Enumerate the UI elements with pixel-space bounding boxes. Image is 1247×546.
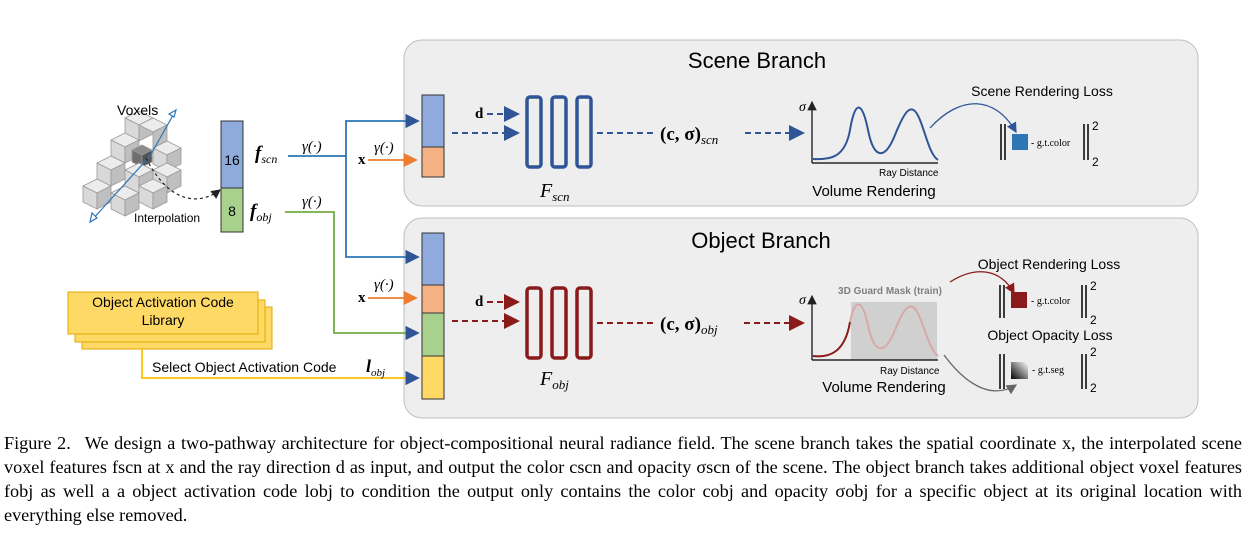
voxel-grid-icon — [82, 108, 182, 224]
scene-loss-title: Scene Rendering Loss — [971, 83, 1113, 99]
object-feature-dim: 8 — [228, 203, 236, 219]
object-net-label: F — [539, 368, 553, 390]
scene-density-plot — [807, 100, 939, 164]
gamma-x-scene-label: γ(·) — [374, 140, 394, 156]
guard-mask-label: 3D Guard Mask (train) — [838, 286, 942, 297]
scene-density-curve — [812, 106, 939, 161]
object-rendering-exp-top: 2 — [1090, 279, 1097, 293]
select-code-sub: obj — [371, 367, 385, 379]
object-feature-sub: obj — [256, 210, 272, 224]
scene-net-label: F — [539, 180, 553, 202]
select-code-label: Select Object Activation Code — [152, 359, 337, 375]
scene-loss-exp-bottom: 2 — [1092, 155, 1099, 169]
object-ray-distance-label: Ray Distance — [880, 366, 940, 377]
x-label-object: x — [358, 290, 366, 306]
architecture-diagram: Scene Branch Object Branch — [67, 39, 1199, 419]
object-feature-routing — [285, 211, 420, 341]
scene-ray-distance-label: Ray Distance — [879, 168, 939, 179]
object-opacity-exp-bottom: 2 — [1090, 381, 1097, 395]
object-branch-title: Object Branch — [691, 228, 830, 253]
scene-branch-title: Scene Branch — [688, 48, 826, 73]
object-rendering-loss-norm — [999, 285, 1087, 318]
scene-output-sub: scn — [701, 132, 718, 147]
object-output-label: (c, σ) — [660, 314, 701, 335]
object-rendering-loss-arrow — [949, 271, 1015, 295]
object-net-sub: obj — [552, 377, 569, 392]
scene-volume-rendering-label: Volume Rendering — [812, 183, 935, 200]
scene-feature-symbol: f — [255, 143, 263, 164]
figure-caption: Figure 2.We design a two-pathway archite… — [4, 431, 1242, 527]
scene-mlp-icon — [525, 95, 593, 169]
object-opacity-loss-norm — [999, 354, 1087, 389]
object-opacity-loss-term: - g.t.seg — [1032, 365, 1064, 376]
object-rendering-loss-title: Object Rendering Loss — [978, 256, 1120, 272]
object-branch-panel: Object Branch — [403, 217, 1199, 419]
svg-text:Fobj: Fobj — [539, 368, 569, 392]
object-masked-curve — [849, 303, 939, 357]
svg-text:(c, σ)obj: (c, σ)obj — [660, 314, 718, 337]
svg-text:fscn: fscn — [255, 143, 277, 166]
scene-input-bar — [421, 94, 445, 178]
select-code-symbol: l — [366, 356, 371, 376]
interpolation-arrow — [145, 157, 221, 200]
gamma-scene-label: γ(·) — [302, 139, 322, 155]
scene-feature-routing — [288, 113, 420, 265]
scene-feature-sub: scn — [261, 152, 277, 166]
object-density-plot — [807, 294, 939, 361]
scene-net-sub: scn — [552, 189, 569, 204]
voxels-label: Voxels — [117, 102, 158, 118]
svg-text:Fscn: Fscn — [539, 180, 570, 204]
scene-direction-label: d — [475, 106, 484, 122]
svg-text:fobj: fobj — [250, 201, 272, 224]
object-input-bar — [421, 232, 445, 400]
caption-label: Figure 2. — [4, 433, 71, 453]
select-code-arrow — [141, 349, 420, 386]
caption-text: We design a two-pathway architecture for… — [4, 433, 1242, 525]
object-mlp-icon — [525, 286, 593, 360]
scene-loss-term: - g.t.color — [1031, 138, 1071, 149]
library-label-line2: Library — [142, 312, 185, 328]
library-label-line1: Object Activation Code — [92, 294, 234, 310]
segmentation-swatch — [1011, 362, 1028, 379]
scene-feature-dim: 16 — [224, 152, 240, 168]
svg-text:lobj: lobj — [366, 356, 385, 379]
scene-loss-arrow — [929, 103, 1017, 134]
svg-text:(c, σ)scn: (c, σ)scn — [660, 124, 718, 147]
gamma-x-object-label: γ(·) — [374, 277, 394, 293]
scene-sigma-axis: σ — [799, 100, 807, 115]
object-feature-block — [220, 187, 244, 233]
object-opacity-exp-top: 2 — [1090, 345, 1097, 359]
interpolation-label: Interpolation — [134, 211, 200, 225]
scene-branch-panel: Scene Branch — [403, 39, 1199, 207]
object-direction-label: d — [475, 294, 484, 310]
activation-code-library — [67, 291, 273, 350]
x-label-scene: x — [358, 152, 366, 168]
object-sigma-axis: σ — [799, 293, 807, 308]
object-rendering-exp-bottom: 2 — [1090, 313, 1097, 327]
object-feature-symbol: f — [250, 201, 258, 222]
object-opacity-loss-title: Object Opacity Loss — [987, 327, 1112, 343]
scene-loss-exp-top: 2 — [1092, 119, 1099, 133]
scene-output-label: (c, σ) — [660, 124, 701, 145]
scene-loss-norm — [1000, 124, 1089, 160]
object-opacity-loss-arrow — [943, 354, 1018, 395]
object-volume-rendering-label: Volume Rendering — [822, 379, 945, 396]
object-output-sub: obj — [701, 322, 718, 337]
voxel-feature-bar — [220, 120, 244, 233]
object-density-curve — [812, 321, 851, 358]
object-rendering-loss-term: - g.t.color — [1031, 296, 1071, 307]
gamma-object-label: γ(·) — [302, 194, 322, 210]
